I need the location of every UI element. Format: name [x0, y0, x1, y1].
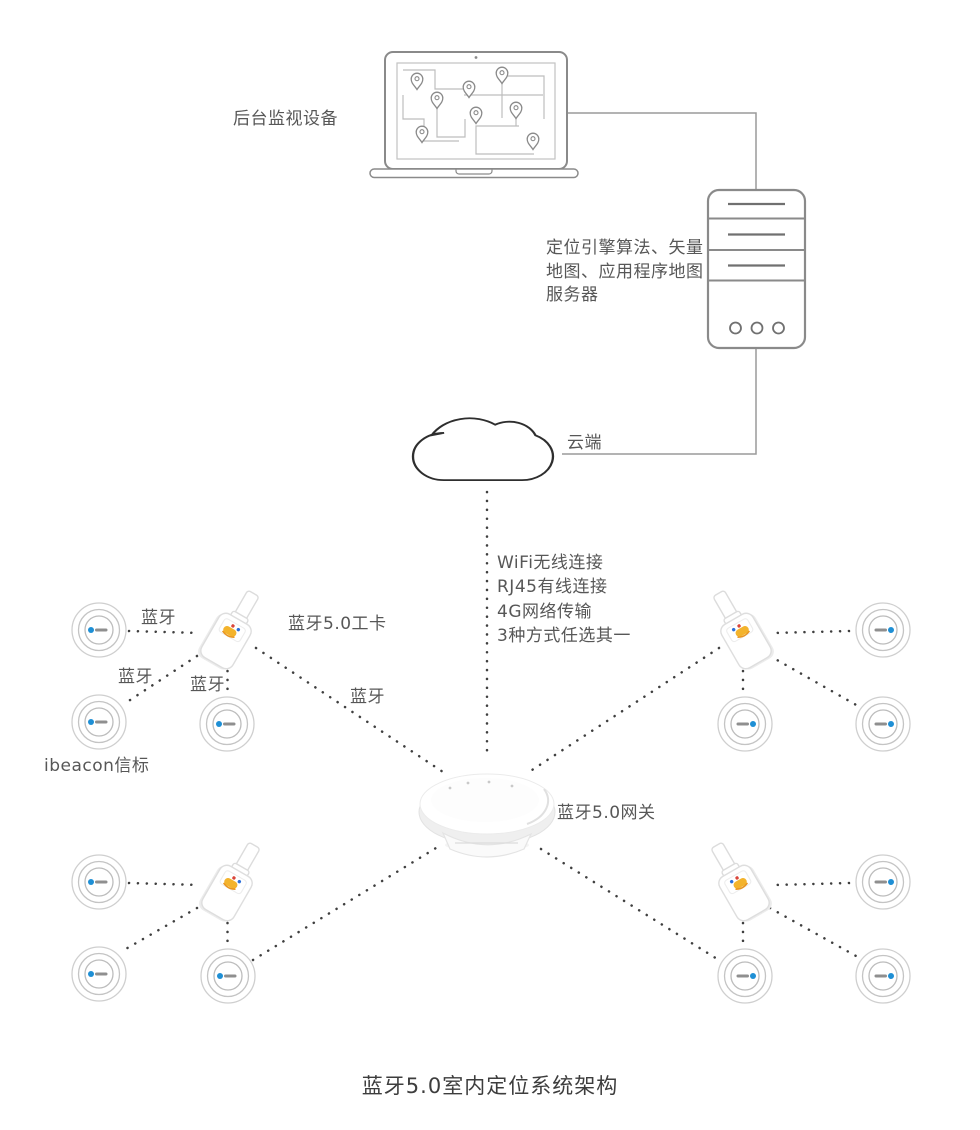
- cloud-label: 云端: [567, 433, 602, 453]
- link-beacon-br-gateway: [539, 847, 724, 964]
- uplink-option: RJ45有线连接: [497, 577, 608, 598]
- server-label-line: 定位引擎算法、矢量: [546, 238, 704, 258]
- monitor-label: 后台监视设备: [233, 109, 338, 129]
- link-beacon-badge-bl-1: [127, 881, 202, 887]
- link-beacon-badge-tr-3: [768, 654, 860, 708]
- laptop-map-icon: [369, 51, 579, 179]
- ibeacon-icon: [856, 949, 910, 1003]
- work-badge-icon: [700, 834, 776, 927]
- ibeacon-icon: [200, 697, 254, 751]
- work-badge-icon: [702, 582, 778, 675]
- bluetooth-link-label: 蓝牙: [141, 608, 176, 628]
- link-beacon-badge-tr-1: [771, 629, 851, 635]
- connector-laptop-server: [568, 112, 757, 189]
- ibeacon-icon: [201, 949, 255, 1003]
- uplink-options: WiFi无线连接 RJ45有线连接 4G网络传输 3种方式任选其一: [497, 551, 631, 648]
- uplink-option: WiFi无线连接: [497, 553, 604, 573]
- ibeacon-icon: [72, 855, 126, 909]
- cloud-icon: [411, 417, 555, 482]
- link-beacon-badge-tl-1: [127, 629, 202, 635]
- gateway-label: 蓝牙5.0网关: [557, 803, 656, 823]
- bluetooth-link-label: 蓝牙: [190, 675, 225, 695]
- link-beacon-bl-gateway: [251, 846, 438, 962]
- uplink-option: 4G网络传输: [497, 601, 592, 622]
- ibeacon-icon: [72, 695, 126, 749]
- ibeacon-icon: [72, 947, 126, 1001]
- ibeacon-icon: [718, 697, 772, 751]
- link-beacon-badge-br-3: [768, 906, 858, 958]
- ibeacon-icon: [718, 949, 772, 1003]
- link-beacon-badge-bl-2: [122, 906, 199, 952]
- server-label-line: 服务器: [546, 285, 599, 305]
- bluetooth-link-label: 蓝牙: [350, 687, 385, 707]
- uplink-option: 3种方式任选其一: [497, 625, 631, 646]
- ibeacon-icon: [72, 603, 126, 657]
- server-label: 定位引擎算法、矢量 地图、应用程序地图 服务器: [546, 237, 704, 308]
- link-beacon-badge-br-1: [773, 881, 851, 887]
- dotted-links: [122, 490, 860, 964]
- link-beacon-badge-tl-2: [122, 654, 199, 706]
- ibeacon-icon: [856, 697, 910, 751]
- work-badge-icon: [194, 582, 270, 675]
- bluetooth-link-label: 蓝牙: [118, 667, 153, 687]
- connector-server-cloud: [562, 348, 757, 455]
- server-label-line: 地图、应用程序地图: [546, 261, 704, 282]
- ibeacon-icon: [856, 855, 910, 909]
- server-tower-icon: [706, 188, 807, 350]
- map-paths: [402, 69, 545, 155]
- badge-label: 蓝牙5.0工卡: [288, 614, 387, 634]
- ibeacon-icon: [856, 603, 910, 657]
- link-badge-tl-gateway: [254, 646, 445, 774]
- link-badge-tr-gateway: [530, 646, 721, 772]
- diagram-title: 蓝牙5.0室内定位系统架构: [361, 1074, 619, 1098]
- ibeacon-label: ibeacon信标: [44, 756, 150, 776]
- work-badge-icon: [195, 834, 271, 927]
- bluetooth-gateway-icon: [418, 773, 556, 858]
